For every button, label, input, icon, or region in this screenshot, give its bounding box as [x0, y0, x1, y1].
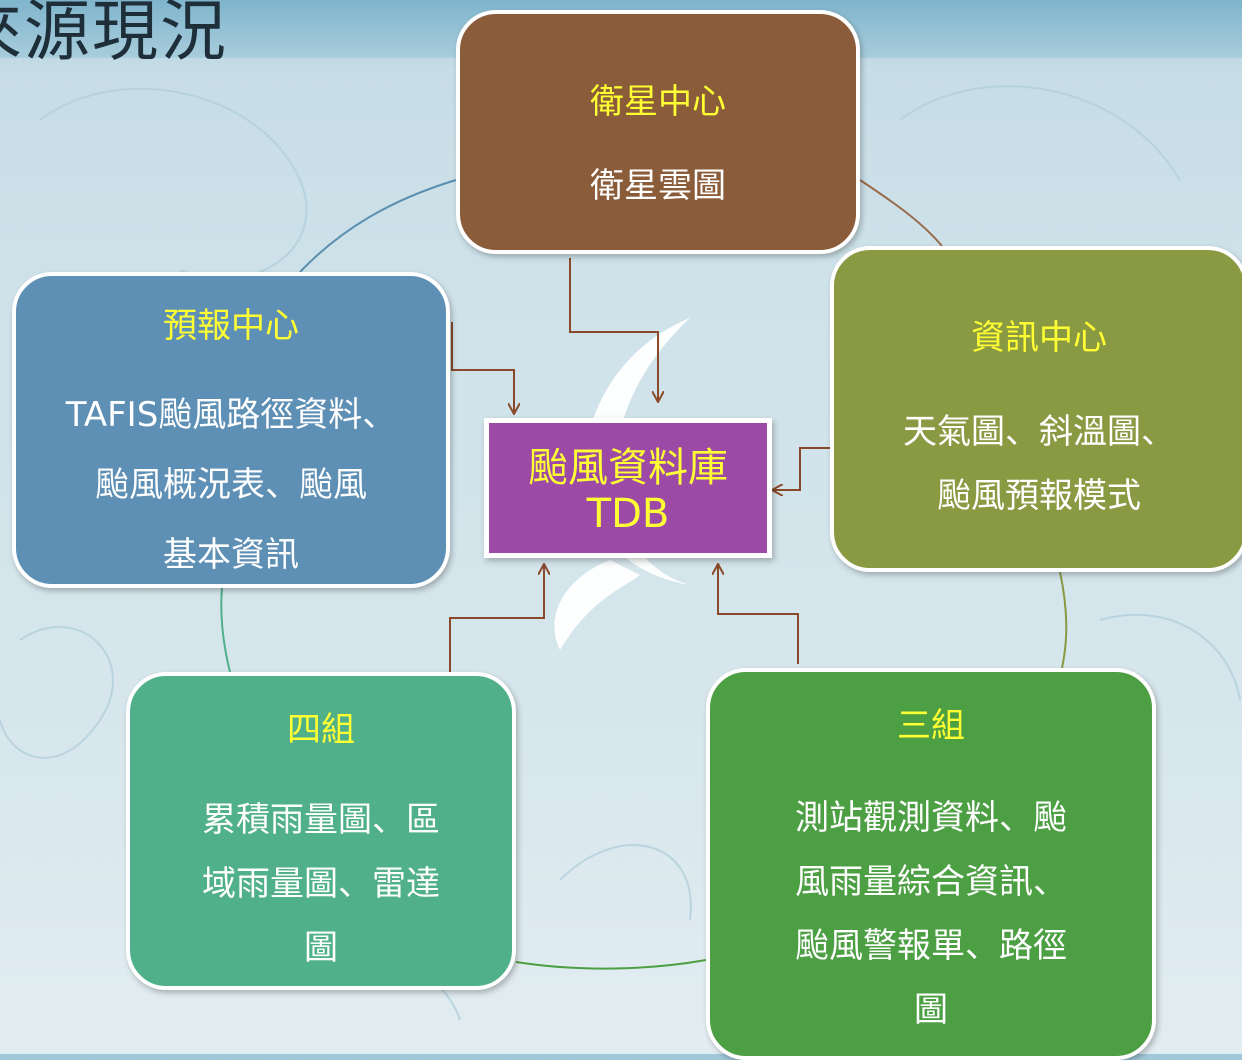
cycle-link-forecast-satellite [299, 179, 457, 273]
node-information-title: 資訊中心 [971, 318, 1107, 358]
arrow-forecast-to-tdb [451, 322, 514, 414]
node-group4-line: 累積雨量圖、區 [202, 800, 440, 840]
cycle-link-information-group3 [1059, 571, 1068, 669]
node-information-line: 颱風預報模式 [937, 476, 1141, 516]
node-group3-line: 圖 [914, 990, 948, 1030]
node-group-four: 四組 累積雨量圖、區 域雨量圖、雷達 圖 [126, 672, 516, 990]
tdb-code: TDB [586, 491, 670, 537]
page-title: 來源現況 [0, 0, 228, 70]
node-forecast-line: 颱風概況表、颱風 [95, 465, 367, 505]
tdb-name: 颱風資料庫 [528, 445, 728, 491]
node-forecast-body: TAFIS颱風路徑資料、 颱風概況表、颱風 基本資訊 [24, 380, 438, 590]
node-group-three: 三組 測站觀測資料、颱 風雨量綜合資訊、 颱風警報單、路徑 圖 [706, 668, 1156, 1060]
node-information-center: 資訊中心 天氣圖、斜溫圖、 颱風預報模式 [830, 246, 1242, 572]
arrow-group3-to-tdb [718, 564, 799, 664]
arrow-information-to-tdb [772, 447, 830, 490]
node-group4-line: 圖 [304, 928, 338, 968]
arrow-group4-to-tdb [449, 564, 544, 674]
cycle-link-group3-group4 [515, 959, 707, 970]
node-forecast-title: 預報中心 [163, 306, 299, 346]
cycle-link-group4-forecast [220, 587, 231, 673]
cycle-link-satellite-information [859, 179, 943, 247]
node-typhoon-database: 颱風資料庫 TDB [484, 418, 772, 558]
node-group3-line: 颱風警報單、路徑 [795, 926, 1067, 966]
node-forecast-line: TAFIS颱風路徑資料、 [65, 395, 397, 435]
node-group3-title: 三組 [897, 706, 965, 746]
node-group4-title: 四組 [287, 710, 355, 750]
arrow-satellite-to-tdb [569, 258, 658, 402]
node-forecast-center: 預報中心 TAFIS颱風路徑資料、 颱風概況表、颱風 基本資訊 [12, 272, 450, 588]
node-group4-body: 累積雨量圖、區 域雨量圖、雷達 圖 [142, 788, 500, 980]
node-satellite-title: 衛星中心 [590, 82, 726, 122]
node-forecast-line: 基本資訊 [163, 535, 299, 575]
node-information-body: 天氣圖、斜溫圖、 颱風預報模式 [834, 400, 1242, 528]
node-information-line: 天氣圖、斜溫圖、 [903, 412, 1175, 452]
node-group3-body: 測站觀測資料、颱 風雨量綜合資訊、 颱風警報單、路徑 圖 [728, 786, 1134, 1042]
node-satellite-center: 衛星中心 衛星雲圖 [456, 10, 860, 254]
node-group3-line: 測站觀測資料、颱 [795, 798, 1067, 838]
node-group3-line: 風雨量綜合資訊、 [795, 862, 1067, 902]
node-satellite-body: 衛星雲圖 [590, 166, 726, 206]
node-group4-line: 域雨量圖、雷達 [202, 864, 440, 904]
